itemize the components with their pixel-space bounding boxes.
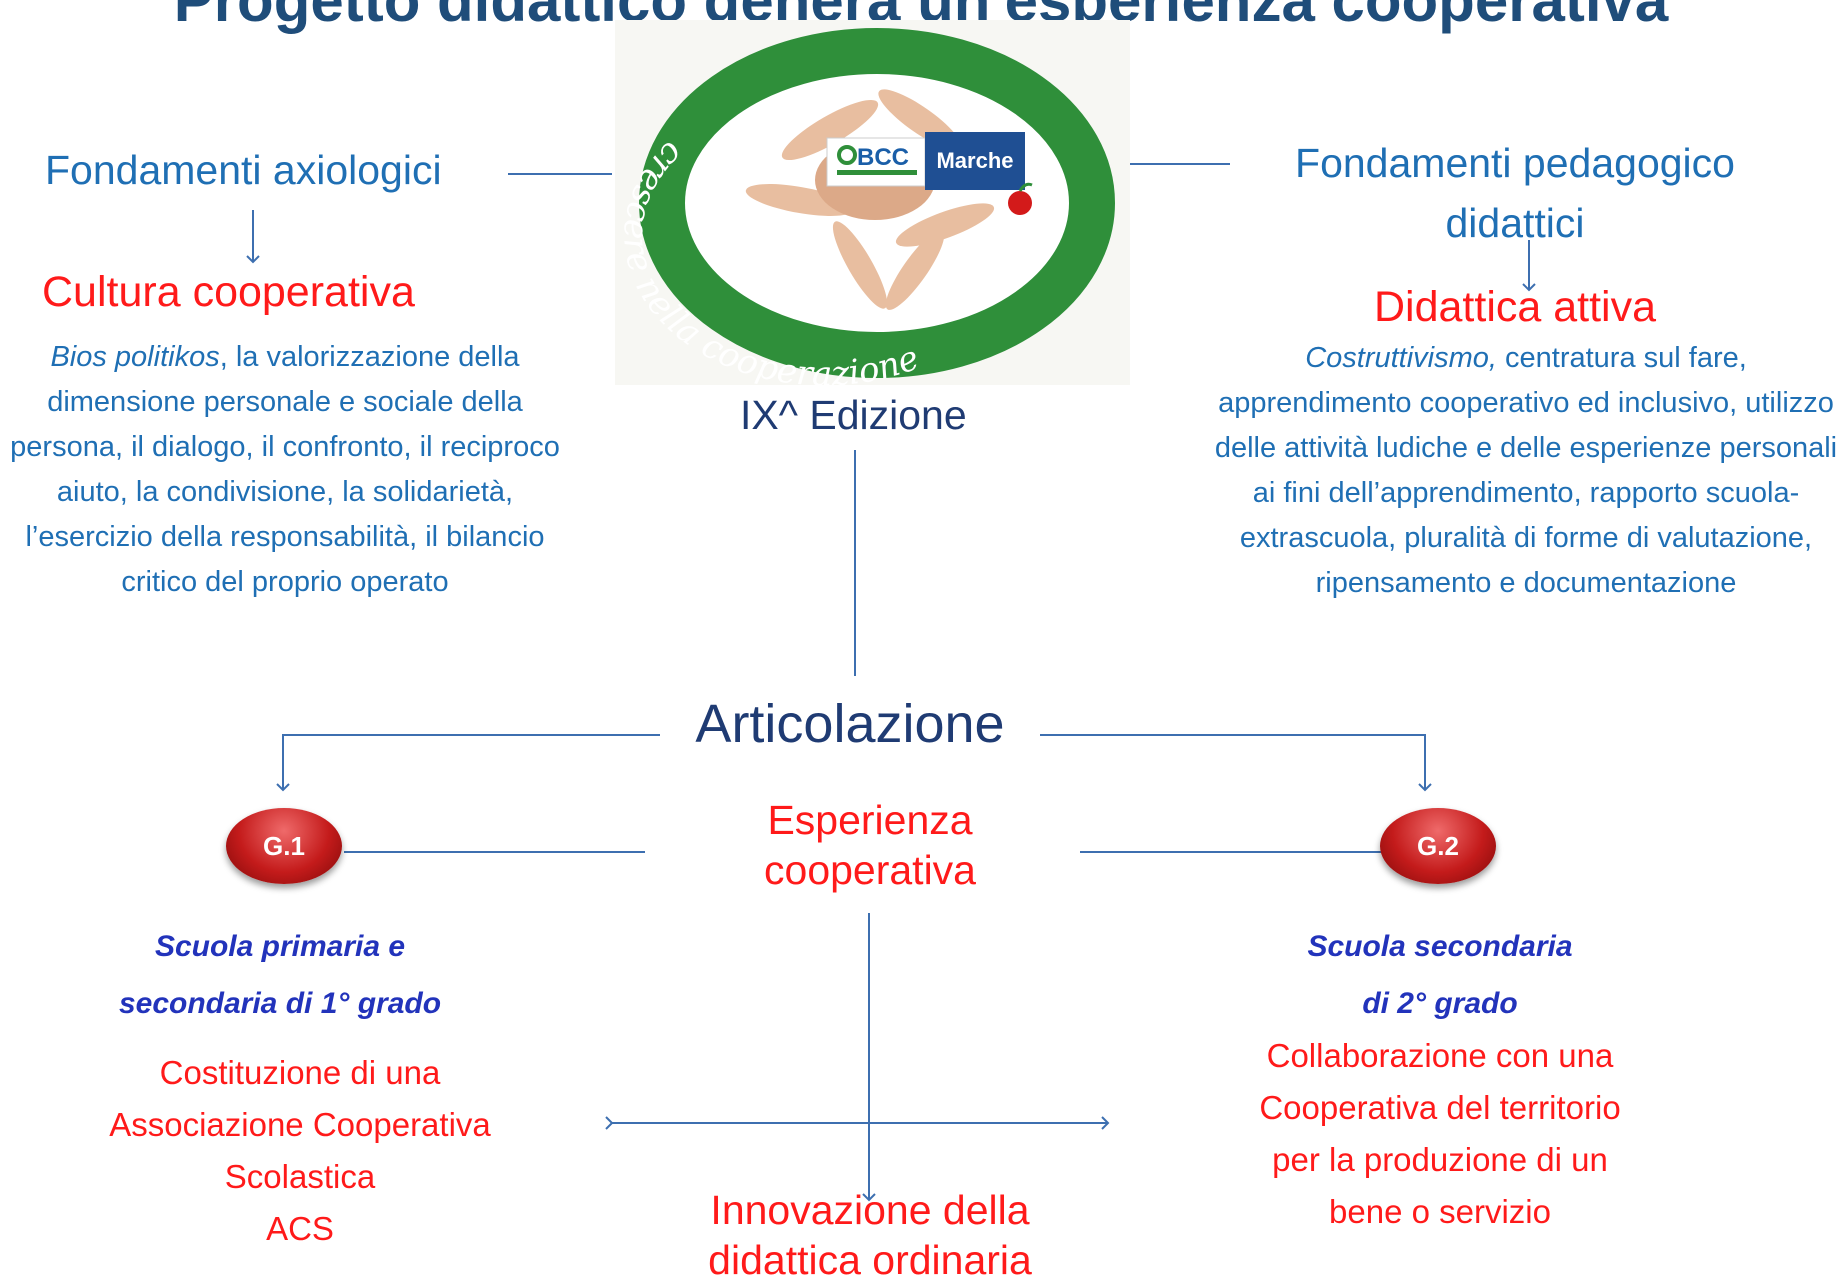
- g2-desc-line2: Cooperativa del territorio: [1259, 1089, 1621, 1126]
- articolazione-left-arrow: [276, 734, 660, 792]
- g2-description: Collaborazione con una Cooperativa del t…: [1170, 1030, 1710, 1238]
- g2-caption: Scuola secondaria di 2° grado: [1200, 918, 1680, 1032]
- right-heading-line1: Fondamenti pedagogico: [1295, 140, 1735, 186]
- g2-desc-line3: per la produzione di un: [1272, 1141, 1608, 1178]
- left-body-italic: Bios politikos: [50, 341, 220, 373]
- g1-caption-line1: Scuola primaria e: [154, 930, 406, 963]
- g1-desc-line1: Costituzione di una: [159, 1054, 441, 1091]
- esperienza-line2: cooperativa: [764, 847, 976, 893]
- g1-desc-line2: Associazione Cooperativa: [109, 1106, 491, 1143]
- g2-caption-line1: Scuola secondaria: [1307, 930, 1573, 963]
- innovazione-line1: Innovazione della: [710, 1187, 1030, 1233]
- left-subheading: Cultura cooperativa: [42, 268, 415, 316]
- right-subheading: Didattica attiva: [1373, 283, 1657, 331]
- edition-label: IX^ Edizione: [740, 392, 967, 438]
- left-body-text: , la valorizzazione della dimensione per…: [10, 341, 560, 598]
- left-body: Bios politikos, la valorizzazione della …: [0, 335, 570, 605]
- esperienza-cooperativa: Esperienza cooperativa: [670, 795, 1070, 895]
- g2-desc-line1: Collaborazione con una: [1266, 1037, 1614, 1074]
- articolazione-label: Articolazione: [695, 694, 1005, 754]
- bcc-logo: BCC Marche crescere nella cooperazione: [615, 20, 1130, 394]
- bcc-logo-bcc: BCC: [857, 144, 909, 171]
- g1-caption: Scuola primaria e secondaria di 1° grado: [40, 918, 520, 1032]
- right-body-italic: Costruttivismo,: [1305, 342, 1497, 374]
- articolazione-right-arrow: [1040, 734, 1432, 792]
- g1-desc-line3: Scolastica: [224, 1158, 376, 1195]
- right-body: Costruttivismo, centratura sul fare, app…: [1210, 336, 1842, 606]
- g2-desc-line4: bene o servizio: [1329, 1193, 1551, 1230]
- innovazione-line2: didattica ordinaria: [708, 1237, 1032, 1283]
- right-body-text: centratura sul fare, apprendimento coope…: [1214, 342, 1838, 599]
- left-heading: Fondamenti axiologici: [45, 147, 442, 193]
- g1-badge: G.1: [226, 808, 342, 884]
- innovazione-didattica: Innovazione della didattica ordinaria: [640, 1185, 1100, 1285]
- g2-caption-line2: di 2° grado: [1362, 987, 1518, 1020]
- g1-desc-line4: ACS: [266, 1210, 334, 1247]
- esperienza-line1: Esperienza: [767, 797, 973, 843]
- g1-description: Costituzione di una Associazione Coopera…: [40, 1047, 560, 1255]
- right-heading: Fondamenti pedagogico didattici: [1225, 133, 1805, 253]
- g1-caption-line2: secondaria di 1° grado: [118, 987, 442, 1020]
- right-heading-line2: didattici: [1445, 200, 1585, 246]
- bcc-logo-marche: Marche: [936, 148, 1013, 173]
- g2-badge: G.2: [1380, 808, 1496, 884]
